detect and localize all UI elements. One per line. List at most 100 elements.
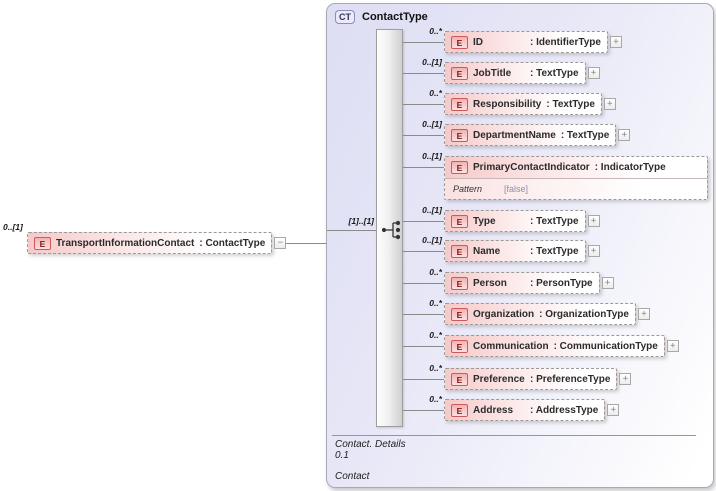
pattern-facet-row: Pattern [false]: [445, 178, 707, 199]
element-address[interactable]: E Address : AddressType: [444, 399, 606, 421]
cardinality-label: 0..*: [429, 267, 442, 277]
element-type: : TextType: [530, 245, 579, 257]
element-name: Responsibility: [473, 98, 542, 110]
element-jobtitle[interactable]: E JobTitle : TextType: [444, 62, 586, 84]
element-name: DepartmentName: [473, 129, 556, 141]
footer-divider: [332, 435, 696, 436]
expand-toggle-icon[interactable]: +: [587, 67, 600, 79]
connector-line: [403, 282, 444, 284]
element-row: 0..* E Address : AddressType +: [403, 394, 620, 421]
element-name: Organization: [473, 308, 535, 320]
cardinality-label: 0..*: [429, 26, 442, 36]
element-type: : PreferenceType: [530, 373, 611, 385]
element-icon: E: [451, 97, 468, 111]
connector-line: [403, 167, 444, 168]
element-primarycontactindicator[interactable]: E PrimaryContactIndicator : IndicatorTyp…: [444, 156, 708, 200]
element-row: 0..* E ID : IdentifierType +: [403, 26, 622, 53]
cardinality-label: 0..*: [429, 330, 442, 340]
element-row: 0..[1] E JobTitle : TextType +: [403, 57, 600, 84]
element-name: JobTitle: [473, 67, 512, 79]
annotation-line: Contact. Details: [335, 439, 406, 450]
annotation-spacer: [335, 461, 406, 471]
expand-toggle-icon[interactable]: +: [607, 404, 620, 416]
connector-line: [403, 41, 444, 43]
annotation-line: Contact: [335, 471, 370, 482]
element-type: : OrganizationType: [539, 308, 629, 320]
element-type: : IdentifierType: [530, 36, 601, 48]
element-icon: E: [451, 214, 468, 228]
element-responsibility[interactable]: E Responsibility : TextType: [444, 93, 602, 115]
element-name: Name: [473, 245, 501, 257]
element-person[interactable]: E Person : PersonType: [444, 272, 600, 294]
facet-value: [false]: [504, 184, 529, 195]
connector-line: [403, 134, 444, 136]
element-transport-information-contact[interactable]: E TransportInformationContact : ContactT…: [27, 232, 273, 254]
element-row: 0..[1] E DepartmentName : TextType +: [403, 119, 631, 146]
cardinality-label: 0..[1]: [422, 205, 442, 215]
complextype-header: CT ContactType: [335, 10, 428, 24]
element-preference[interactable]: E Preference : PreferenceType: [444, 368, 618, 390]
expand-toggle-icon[interactable]: +: [618, 129, 631, 141]
sequence-icon: [381, 220, 401, 240]
element-name: ID: [473, 36, 483, 48]
expand-toggle-icon[interactable]: +: [601, 277, 614, 289]
element-organization[interactable]: E Organization : OrganizationType: [444, 303, 636, 325]
cardinality-label: 0..[1]: [422, 57, 442, 67]
element-row: 0..* E Responsibility : TextType +: [403, 88, 616, 115]
element-row: 0..* E Person : PersonType +: [403, 267, 614, 294]
expand-toggle-icon[interactable]: +: [666, 340, 679, 352]
element-title-row: E PrimaryContactIndicator : IndicatorTyp…: [445, 157, 707, 178]
annotation-line: 0.1: [335, 450, 349, 461]
connector-line: [327, 230, 376, 231]
element-row: 0..[1] E Name : TextType +: [403, 235, 600, 262]
complextype-title: ContactType: [362, 11, 428, 23]
facet-label: Pattern: [453, 184, 483, 195]
connector-line: [403, 409, 444, 411]
element-icon: E: [34, 236, 51, 250]
connector-line: [403, 313, 444, 315]
element-icon: E: [451, 35, 468, 49]
element-icon: E: [451, 372, 468, 386]
element-name: PrimaryContactIndicator: [473, 162, 590, 174]
cardinality-label: 0..*: [429, 298, 442, 308]
element-type: : TextType: [546, 98, 595, 110]
root-cardinality-label: 0..[1]: [3, 222, 23, 232]
element-departmentname[interactable]: E DepartmentName : TextType: [444, 124, 617, 146]
expand-toggle-icon[interactable]: +: [619, 373, 632, 385]
element-id[interactable]: E ID : IdentifierType: [444, 31, 608, 53]
element-name: TransportInformationContact: [56, 237, 195, 249]
element-type: : ContactType: [199, 237, 266, 249]
element-row: 0..* E Organization : OrganizationType +: [403, 298, 650, 325]
element-name-field[interactable]: E Name : TextType: [444, 240, 586, 262]
element-type: : IndicatorType: [594, 162, 666, 174]
element-icon: E: [451, 339, 468, 353]
element-type: : TextType: [560, 129, 610, 141]
sequence-cardinality-label: [1]..[1]: [348, 216, 375, 226]
connector-line: [286, 242, 326, 244]
element-row: 0..* E Communication : CommunicationType…: [403, 330, 679, 357]
complextype-badge: CT: [335, 10, 355, 24]
expand-toggle-icon[interactable]: +: [587, 245, 600, 257]
connector-line: [403, 72, 444, 74]
expand-toggle-icon[interactable]: +: [609, 36, 622, 48]
expand-toggle-icon[interactable]: +: [603, 98, 616, 110]
root-element-row: E TransportInformationContact : ContactT…: [27, 232, 326, 254]
expand-toggle-icon[interactable]: +: [587, 215, 600, 227]
element-communication[interactable]: E Communication : CommunicationType: [444, 335, 665, 357]
element-name: Type: [473, 215, 496, 227]
element-icon: E: [451, 403, 468, 417]
element-type[interactable]: E Type : TextType: [444, 210, 586, 232]
element-type: : TextType: [530, 215, 579, 227]
expand-toggle-icon[interactable]: +: [637, 308, 650, 320]
collapse-toggle-icon[interactable]: −: [274, 237, 287, 249]
connector-line: [403, 220, 444, 222]
element-name: Communication: [473, 340, 549, 352]
cardinality-label: 0..[1]: [422, 119, 442, 129]
cardinality-label: 0..[1]: [422, 151, 442, 161]
element-icon: E: [451, 128, 468, 142]
element-icon: E: [451, 161, 468, 175]
element-row: 0..[1] E Type : TextType +: [403, 205, 600, 232]
element-icon: E: [451, 66, 468, 80]
element-icon: E: [451, 307, 468, 321]
